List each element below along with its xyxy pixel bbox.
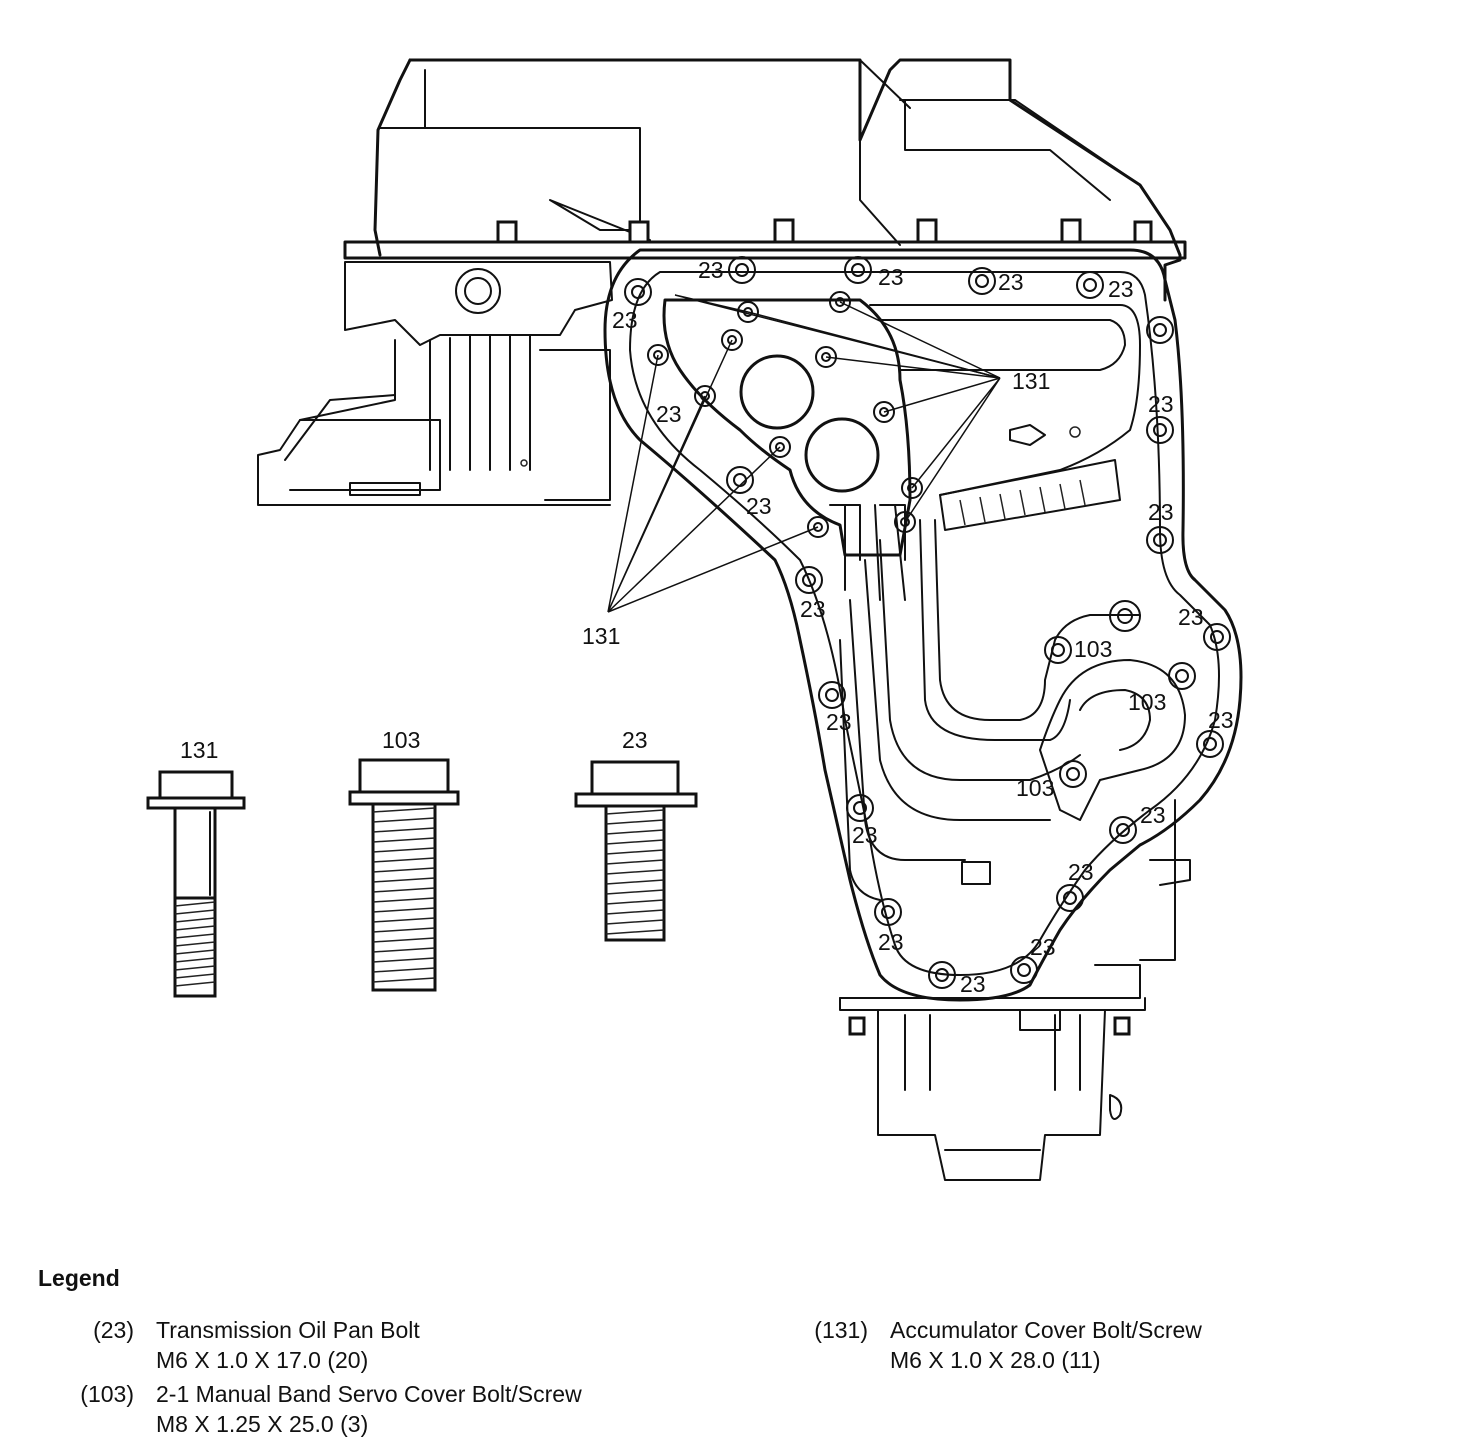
transmission-oil-pan-diagram: 23 23 23 23 23 23 23 23 23 23 23 23 23 2… [146, 58, 1243, 1181]
callout-23: 23 [1068, 859, 1094, 885]
callout-23: 23 [698, 257, 724, 283]
legend-spec: M8 X 1.25 X 25.0 (3) [156, 1411, 369, 1437]
legend-spec: M6 X 1.0 X 28.0 (11) [890, 1347, 1101, 1373]
callout-23: 23 [746, 493, 772, 519]
legend-description: Accumulator Cover Bolt/Screw [890, 1317, 1202, 1343]
callout-131: 131 [582, 623, 620, 649]
oil-pan-outline [603, 248, 1243, 1002]
legend-description: 2-1 Manual Band Servo Cover Bolt/Screw [156, 1381, 582, 1407]
callout-23: 23 [826, 709, 852, 735]
bolt-label-23: 23 [622, 727, 648, 753]
callout-23: 23 [1030, 934, 1056, 960]
legend-description: Transmission Oil Pan Bolt [156, 1317, 420, 1343]
callout-23: 23 [1208, 707, 1234, 733]
pan-bolt-callouts: 23 23 23 23 23 23 23 23 23 23 23 23 23 2… [612, 257, 1234, 997]
accumulator-cover [662, 298, 912, 601]
legend-code: (23) [93, 1317, 134, 1343]
callout-23: 23 [852, 822, 878, 848]
servo-bolt-callouts: 103 103 103 [1016, 636, 1166, 801]
output-housing [839, 799, 1191, 1181]
accumulator-bolt-callouts: 131 131 [582, 368, 1050, 649]
accumulator-bolt-heads [647, 291, 923, 538]
callout-23: 23 [998, 269, 1024, 295]
legend-title: Legend [38, 1265, 120, 1291]
callout-131: 131 [1012, 368, 1050, 394]
bolt-131-illustration: 131 [146, 737, 246, 998]
bolt-103-illustration: 103 [348, 727, 460, 992]
legend-code: (131) [814, 1317, 868, 1343]
callout-103: 103 [1074, 636, 1112, 662]
legend: Legend (23) Transmission Oil Pan Bolt M6… [0, 1255, 1472, 1444]
legend-code: (103) [80, 1381, 134, 1407]
callout-23: 23 [800, 596, 826, 622]
transmission-case-outline [257, 58, 1187, 506]
callout-23: 23 [656, 401, 682, 427]
legend-entry-131: (131) Accumulator Cover Bolt/Screw M6 X … [814, 1315, 1202, 1375]
callout-23: 23 [1148, 391, 1174, 417]
accumulator-leader-lines [607, 294, 1001, 613]
callout-23: 23 [960, 971, 986, 997]
callout-23: 23 [1140, 802, 1166, 828]
legend-entry-23: (23) Transmission Oil Pan Bolt M6 X 1.0 … [93, 1315, 420, 1375]
callout-23: 23 [878, 929, 904, 955]
oil-pan-bolt-heads [624, 256, 1231, 989]
callout-23: 23 [878, 264, 904, 290]
legend-spec: M6 X 1.0 X 17.0 (20) [156, 1347, 369, 1373]
bolt-23-illustration: 23 [574, 727, 698, 942]
servo-cover-bolt-heads [1044, 636, 1196, 788]
bolt-label-103: 103 [382, 727, 420, 753]
bolt-label-131: 131 [180, 737, 218, 763]
legend-entry-103: (103) 2-1 Manual Band Servo Cover Bolt/S… [80, 1379, 582, 1439]
callout-23: 23 [1148, 499, 1174, 525]
case-flange-bolts [496, 218, 1153, 244]
callout-103: 103 [1016, 775, 1054, 801]
callout-103: 103 [1128, 689, 1166, 715]
callout-23: 23 [1108, 276, 1134, 302]
callout-23: 23 [612, 307, 638, 333]
callout-23: 23 [1178, 604, 1204, 630]
